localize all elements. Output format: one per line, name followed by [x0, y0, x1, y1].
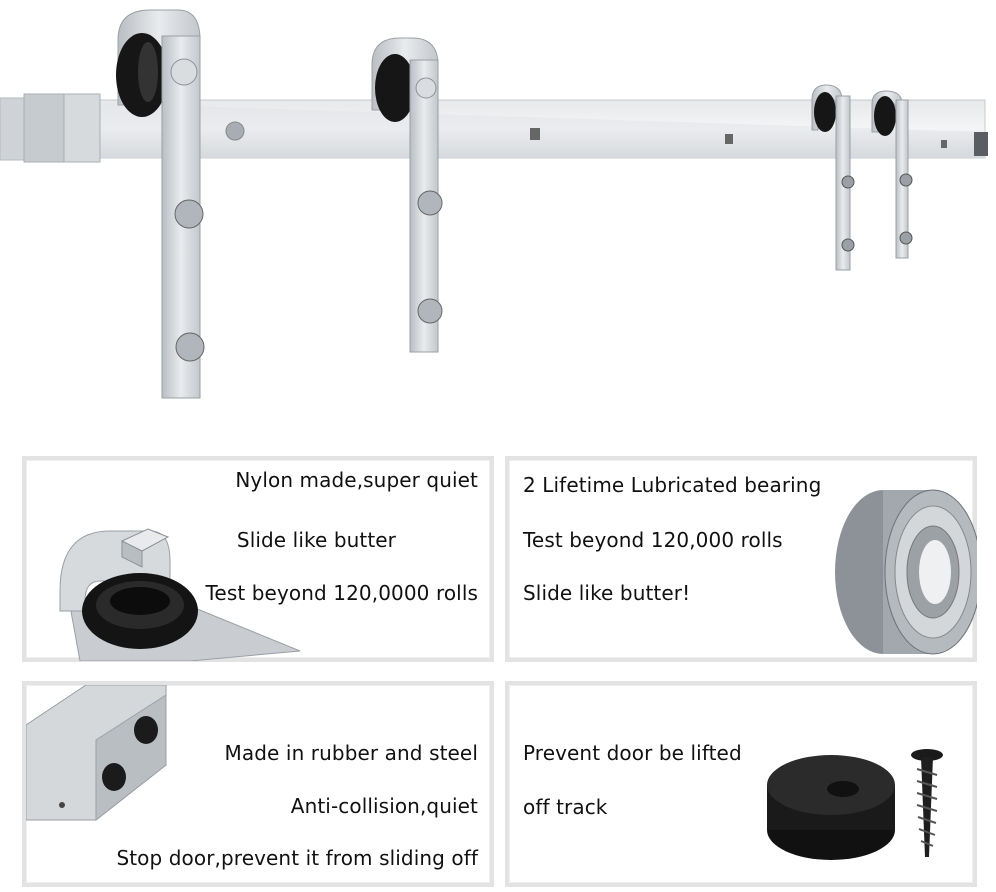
panel-bearing: 2 Lifetime Lubricated bearing Test beyon…: [505, 456, 977, 662]
panel-bearing-line-1: 2 Lifetime Lubricated bearing: [523, 473, 822, 497]
panel-stopper-line-1: Made in rubber and steel: [224, 741, 478, 765]
panel-guide-line-1: Prevent door be lifted: [523, 741, 742, 765]
panel-guide: Prevent door be lifted off track: [505, 681, 977, 887]
panel-stopper-line-2: Anti-collision,quiet: [290, 794, 478, 818]
panel-bearing-line-2: Test beyond 120,000 rolls: [523, 528, 783, 552]
track-stopper-icon: [26, 685, 167, 822]
barn-door-track-hero: [0, 9, 988, 399]
panel-stopper: Made in rubber and steel Anti-collision,…: [22, 681, 494, 887]
hanger-strap-1: [116, 9, 205, 399]
panel-stopper-line-3: Stop door,prevent it from sliding off: [116, 846, 478, 870]
nylon-wheel-hanger-icon: [59, 528, 301, 661]
rail-bolts: [225, 121, 947, 148]
panel-nylon-line-2: Slide like butter: [236, 528, 396, 552]
panel-nylon-line-1: Nylon made,super quiet: [235, 468, 478, 492]
ball-bearing-icon: [835, 489, 977, 655]
panel-nylon-line-3: Test beyond 120,0000 rolls: [205, 581, 478, 605]
hanger-strap-4: [871, 90, 913, 259]
panel-bearing-line-3: Slide like butter!: [523, 581, 691, 605]
panel-nylon-wheel: Nylon made,super quiet Slide like butter…: [22, 456, 494, 662]
hanger-strap-2: [371, 37, 443, 353]
panel-guide-line-2: off track: [523, 795, 608, 819]
anti-jump-disc-and-screw-icon: [767, 749, 943, 860]
hanger-strap-3: [811, 84, 855, 271]
